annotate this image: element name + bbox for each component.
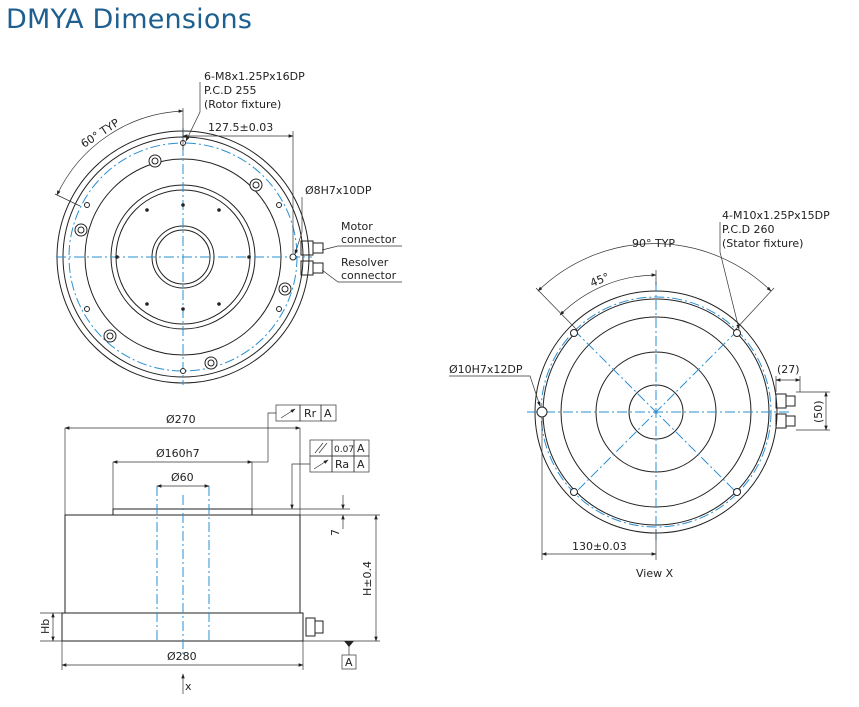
angle-60-label: 60° TYP <box>79 116 123 151</box>
height-label: H±0.4 <box>361 561 374 596</box>
axial-runout-label: Ra <box>335 458 349 471</box>
stator-offset-label: 130±0.03 <box>572 540 627 553</box>
stator-hole <box>570 329 578 337</box>
side-view: Ø270 Ø160h7 Ø60 Rr A 0.07 A Ra A <box>39 404 380 694</box>
hb-label: Hb <box>39 619 52 634</box>
rotor-holes-line2: P.C.D 255 <box>204 84 257 97</box>
datum-a-box <box>341 654 357 670</box>
parallel-value: 0.07 <box>334 445 354 455</box>
resolver-connector-label-2: connector <box>341 269 397 282</box>
view-x-caption: View X <box>636 567 674 580</box>
pin-hole-label: Ø8H7x10DP <box>305 184 372 197</box>
stator-hole <box>570 488 578 496</box>
resolver-connector-label-1: Resolver <box>341 256 389 269</box>
dim-27-label: (27) <box>777 363 800 376</box>
runout-datum: A <box>324 407 332 420</box>
view-x-marker: x <box>185 680 192 693</box>
dia-160-label: Ø160h7 <box>156 447 200 460</box>
angle-45-arc <box>559 273 657 316</box>
motor-connector-label-1: Motor <box>341 220 373 233</box>
dia-60-label: Ø60 <box>171 471 194 484</box>
dia-270-label: Ø270 <box>166 413 196 426</box>
stator-pin-hole-label: Ø10H7x12DP <box>449 363 523 376</box>
rotor-holes-line1: 6-M8x1.25Px16DP <box>204 70 305 83</box>
datum-a-label: A <box>345 656 353 669</box>
side-connector <box>305 617 316 637</box>
stator-holes-line3: (Stator fixture) <box>722 237 803 250</box>
bottom-view: 90° TYP 45° 4-M10x1.25Px15DP P.C.D 260 (… <box>449 209 830 580</box>
angle-45-label: 45° <box>588 270 611 289</box>
rotor-holes-line3: (Rotor fixture) <box>204 98 281 111</box>
angle-90-label: 90° TYP <box>632 237 675 250</box>
page-title: DMYA Dimensions <box>6 4 253 35</box>
stator-hole <box>733 488 741 496</box>
stator-holes-line1: 4-M10x1.25Px15DP <box>722 209 830 222</box>
pin-hole <box>289 253 297 261</box>
top-view: 60° TYP 6-M8x1.25Px16DP P.C.D 255 (Rotor… <box>54 70 402 385</box>
stator-holes-line2: P.C.D 260 <box>722 223 775 236</box>
stator-connector-2 <box>775 413 787 429</box>
axial-runout-datum: A <box>357 458 365 471</box>
rotor-offset-label: 127.5±0.03 <box>208 121 273 134</box>
parallel-icon <box>314 442 324 454</box>
angle-60-arc <box>56 109 184 196</box>
dim-50-label: (50) <box>812 400 825 423</box>
motor-connector-label-2: connector <box>341 233 397 246</box>
stator-connector-1 <box>775 393 787 409</box>
angle-90-arc <box>537 243 772 292</box>
axial-runout-icon <box>313 459 329 470</box>
parallel-datum: A <box>357 442 365 455</box>
dia-280-label: Ø280 <box>167 650 197 663</box>
dim-7-label: 7 <box>329 529 342 536</box>
runout-label: Rr <box>304 407 317 420</box>
runout-arrow-icon <box>280 408 296 419</box>
stator-hole <box>733 329 741 337</box>
stator-pin-hole <box>536 406 548 418</box>
